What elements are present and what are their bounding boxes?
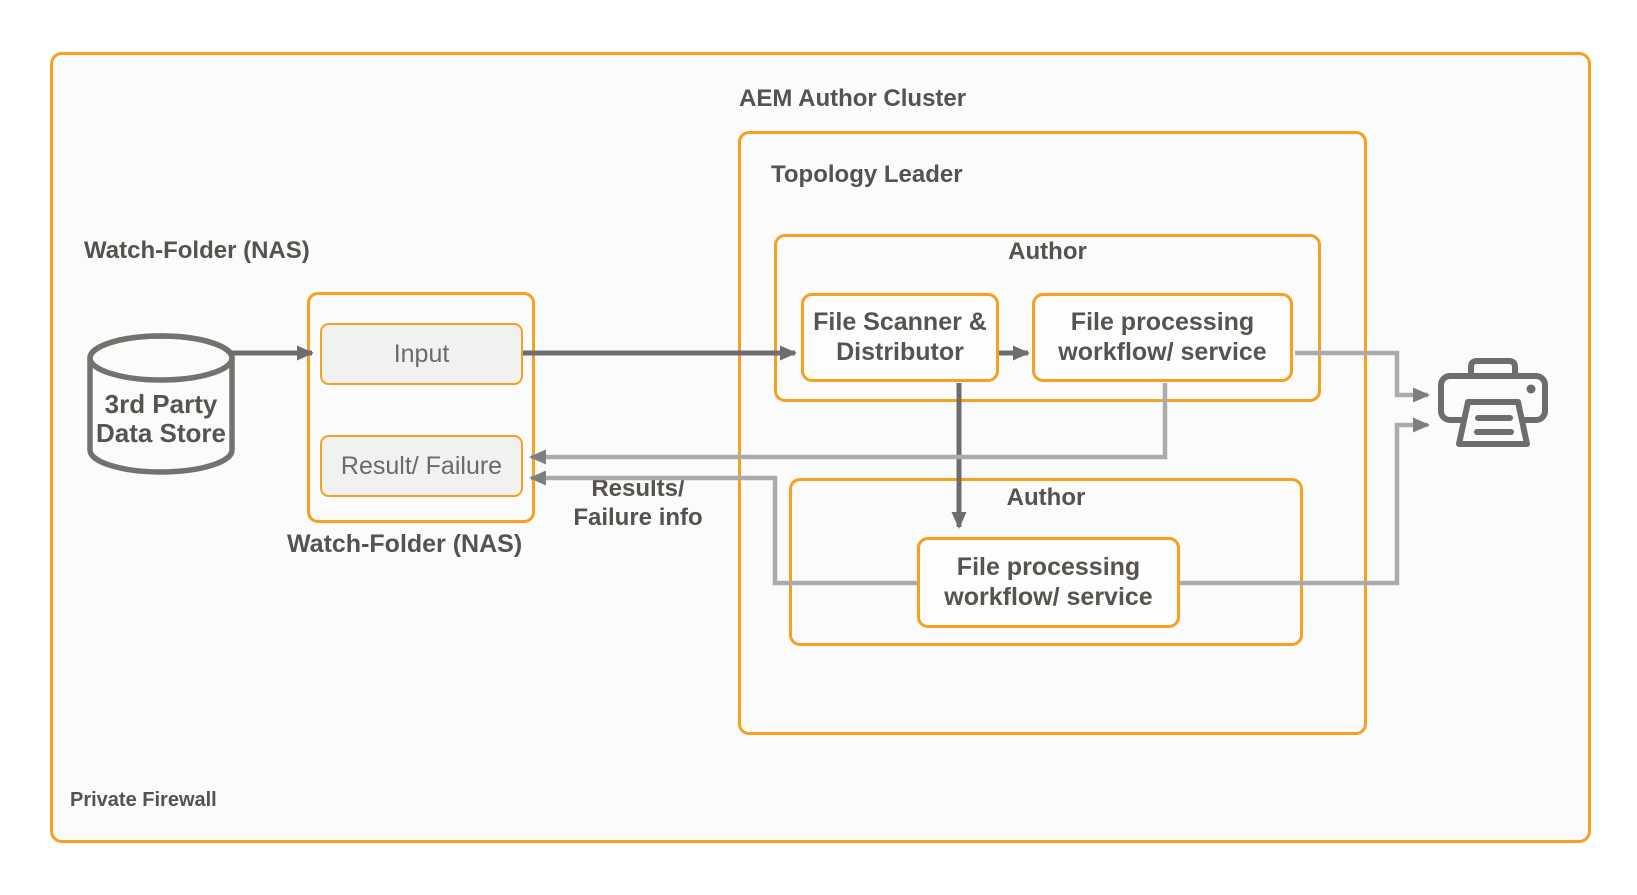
data-store-label: 3rd Party Data Store bbox=[95, 389, 227, 449]
result-failure-node: Result/ Failure bbox=[320, 435, 523, 497]
input-node: Input bbox=[320, 323, 523, 385]
author1-title: Author bbox=[1008, 238, 1087, 265]
file-scanner-distributor-node: File Scanner &Distributor bbox=[801, 293, 999, 382]
database-cylinder-icon bbox=[87, 333, 235, 475]
topology-leader-title: Topology Leader bbox=[771, 161, 963, 188]
aem-author-cluster-title: AEM Author Cluster bbox=[739, 85, 967, 112]
watch-folder-caption: Watch-Folder (NAS) bbox=[287, 530, 523, 558]
author2-title: Author bbox=[1006, 484, 1086, 511]
private-firewall-label: Private Firewall bbox=[70, 789, 217, 811]
watch-folder-heading: Watch-Folder (NAS) bbox=[84, 237, 310, 264]
results-failure-info-label: Results/ Failure info bbox=[573, 475, 703, 532]
